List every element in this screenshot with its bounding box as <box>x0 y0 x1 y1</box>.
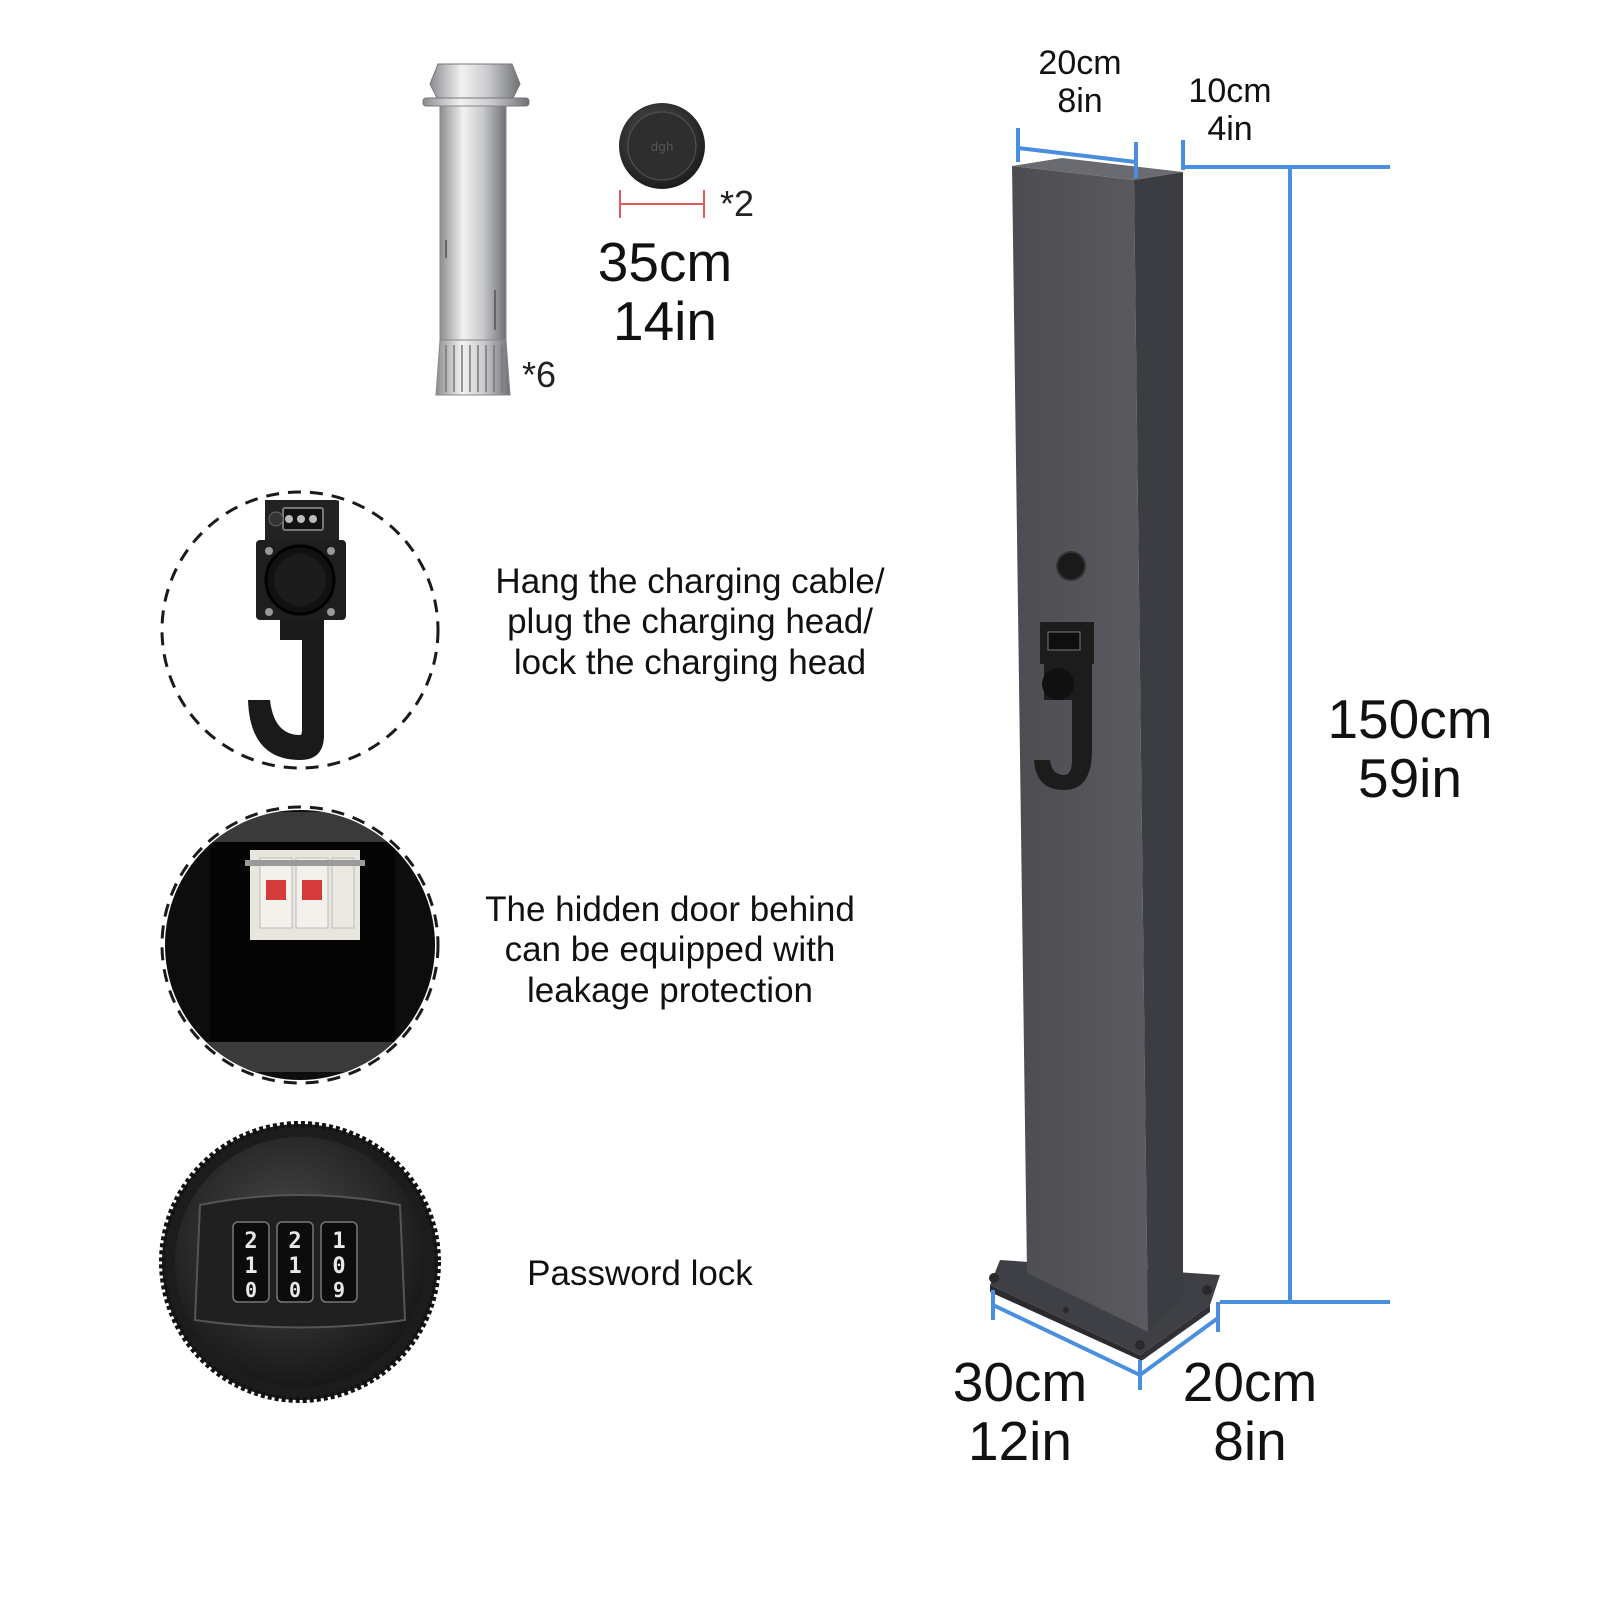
dimension-lines <box>991 128 1390 1390</box>
feature-hook-line: lock the charging head <box>513 642 867 682</box>
cap-width-indicator <box>619 190 705 218</box>
dashed-circle-breaker <box>160 805 440 1085</box>
svg-text:1: 1 <box>244 1254 257 1279</box>
top-width-label: 20cm 8in <box>1010 44 1150 120</box>
base-width-cm: 30cm <box>952 1351 1088 1413</box>
feature-lock-text: Password lock <box>470 1254 810 1294</box>
top-depth-cm: 10cm <box>1188 72 1272 110</box>
cap-dimension: 35cm 14in <box>560 231 770 353</box>
charging-post <box>989 158 1220 1362</box>
feature-lock-line: Password lock <box>527 1254 753 1293</box>
top-depth-label: 10cm 4in <box>1160 72 1300 148</box>
base-depth-in: 8in <box>1213 1410 1287 1473</box>
feature-door-line: The hidden door behind <box>485 890 855 929</box>
svg-text:0: 0 <box>332 1254 345 1279</box>
svg-text:0: 0 <box>289 1278 301 1302</box>
top-width-in: 8in <box>1057 82 1103 121</box>
svg-text:0: 0 <box>245 1278 257 1302</box>
bolt-quantity: *6 <box>522 354 557 395</box>
feature-door-line: can be equipped with <box>504 930 836 970</box>
dashed-circle-hook <box>160 490 440 770</box>
feature-hook-line: plug the charging head/ <box>507 602 873 642</box>
feature-door-line: leakage protection <box>526 970 814 1010</box>
circuit-breaker-icon <box>165 810 435 1080</box>
svg-text:2: 2 <box>244 1229 257 1254</box>
feature-door-text: The hidden door behind can be equipped w… <box>460 890 880 1011</box>
feature-hook-line: Hang the charging cable/ <box>495 562 885 601</box>
expansion-bolt-icon <box>422 63 530 396</box>
combination-lock-icon: 210 210 109 <box>159 1121 441 1403</box>
base-depth-cm: 20cm <box>1182 1351 1318 1413</box>
cap-quantity: *2 <box>720 183 755 224</box>
height-label: 150cm 59in <box>1300 688 1520 810</box>
base-depth-label: 20cm 8in <box>1150 1351 1350 1473</box>
base-width-in: 12in <box>968 1410 1072 1473</box>
height-in: 59in <box>1358 747 1462 810</box>
cover-cap-icon: dgh <box>619 103 705 189</box>
top-depth-in: 4in <box>1207 110 1253 149</box>
svg-text:1: 1 <box>288 1254 301 1279</box>
top-width-cm: 20cm <box>1038 44 1122 82</box>
feature-hook-text: Hang the charging cable/ plug the chargi… <box>470 562 910 683</box>
svg-text:1: 1 <box>332 1229 345 1254</box>
svg-text:9: 9 <box>333 1278 345 1302</box>
cable-hook-icon <box>248 500 346 760</box>
svg-text:2: 2 <box>288 1229 301 1254</box>
cap-dimension-in: 14in <box>613 290 717 353</box>
base-width-label: 30cm 12in <box>920 1351 1120 1473</box>
svg-text:dgh: dgh <box>651 140 674 154</box>
height-cm: 150cm <box>1327 688 1493 750</box>
cap-dimension-cm: 35cm <box>597 231 733 293</box>
